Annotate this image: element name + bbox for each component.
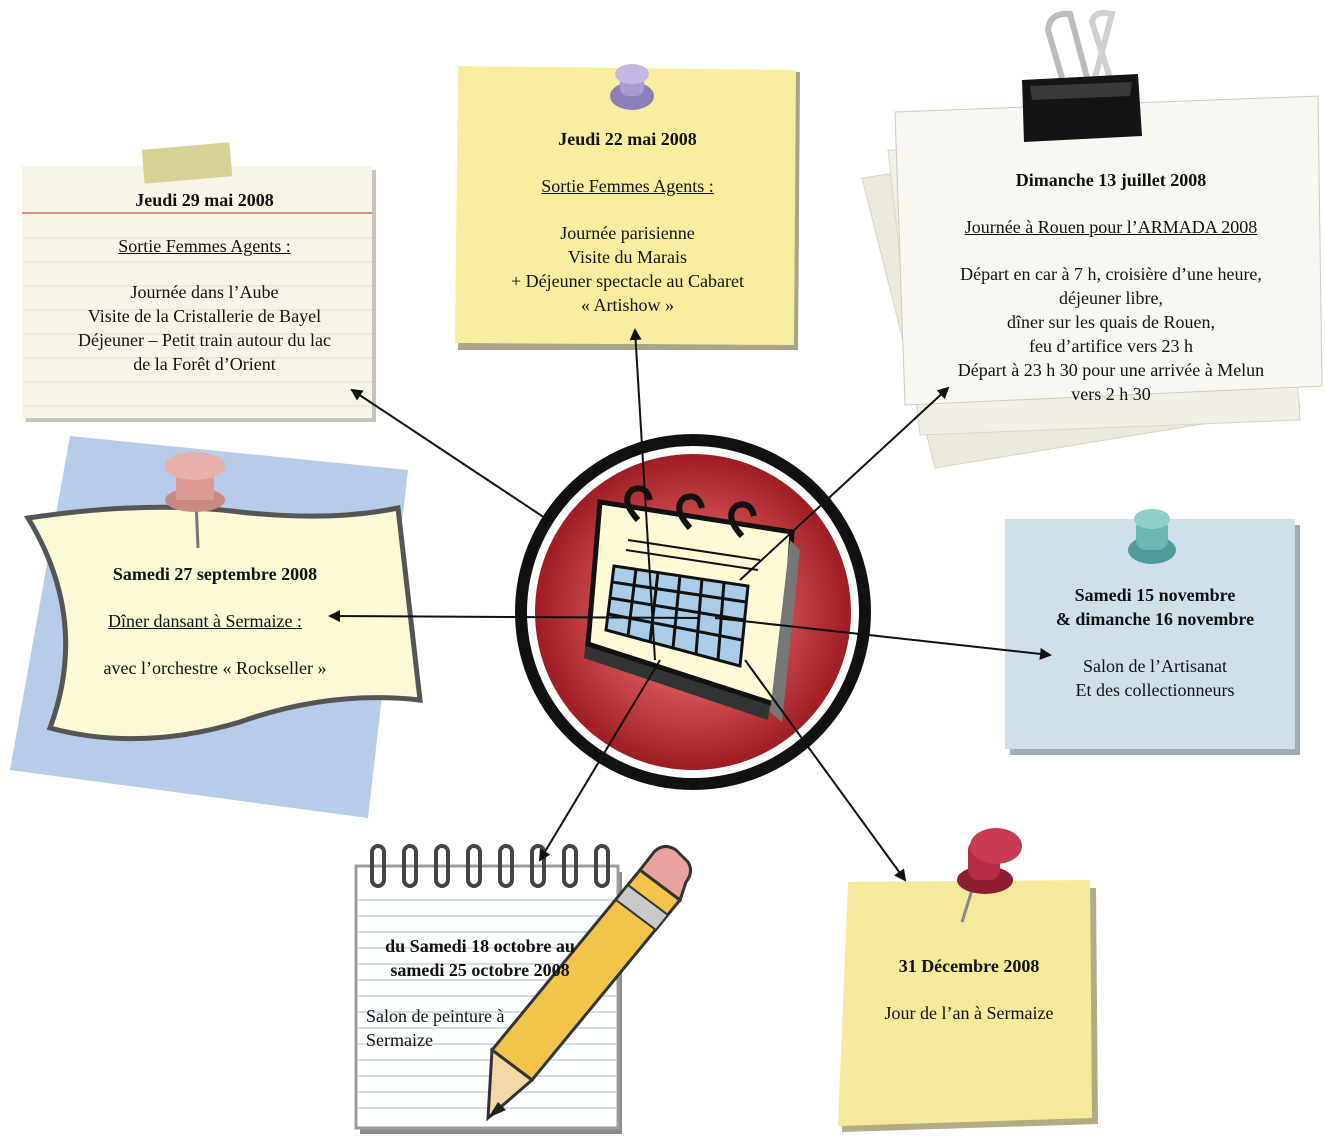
connector-arrows xyxy=(328,328,1052,882)
note-6: du Samedi 18 octobre au samedi 25 octobr… xyxy=(360,934,600,1052)
note-4-date: Samedi 27 septembre 2008 xyxy=(112,564,318,584)
tape-strip xyxy=(141,142,233,184)
note-1-line: Journée dans l’Aube xyxy=(130,282,279,302)
note-4-line: avec l’orchestre « Rockseller » xyxy=(103,658,327,678)
arrow-to-note-4 xyxy=(328,610,701,623)
note-6-date-line: du Samedi 18 octobre au xyxy=(385,936,575,956)
note-5-date-line: & dimanche 16 novembre xyxy=(1055,609,1255,629)
note-1-line: Visite de la Cristallerie de Bayel xyxy=(87,306,322,326)
note-2-line: + Déjeuner spectacle au Cabaret xyxy=(510,271,745,291)
red-pushpin-icon xyxy=(165,452,225,549)
note-2-paper xyxy=(455,66,800,350)
crimson-pushpin-icon xyxy=(957,828,1022,923)
note-3: Dimanche 13 juillet 2008 Journée à Rouen… xyxy=(905,168,1317,406)
note-7: 31 Décembre 2008 Jour de l’an à Sermaize xyxy=(848,954,1090,1025)
arrow-to-note-2 xyxy=(629,328,656,661)
note-3-line: dîner sur les quais de Rouen, xyxy=(1007,312,1215,332)
note-2-line: Journée parisienne xyxy=(560,223,695,243)
note-5-date-line: Samedi 15 novembre xyxy=(1074,585,1236,605)
note-7-paper xyxy=(838,880,1098,1132)
note-5-line: Et des collectionneurs xyxy=(1075,680,1235,700)
arrow-to-note-7 xyxy=(744,659,907,882)
note-3-date: Dimanche 13 juillet 2008 xyxy=(1015,170,1207,190)
note-3-line: déjeuner libre, xyxy=(1059,288,1163,308)
arrow-to-note-3 xyxy=(739,386,950,581)
note-6-line: Salon de peinture à xyxy=(366,1006,505,1026)
purple-pushpin-icon xyxy=(610,64,654,110)
note-5-line: Salon de l’Artisanat xyxy=(1083,656,1227,676)
note-1-line: Déjeuner – Petit train autour du lac xyxy=(78,330,331,350)
teal-pushpin-icon xyxy=(1128,509,1176,564)
pencil-icon xyxy=(486,845,693,1122)
note-1-line: de la Forêt d’Orient xyxy=(133,354,276,374)
note-2-subtitle: Sortie Femmes Agents : xyxy=(541,176,714,196)
note-6-date-line: samedi 25 octobre 2008 xyxy=(390,960,570,980)
note-6-notepad xyxy=(354,844,622,1134)
note-6-line: Sermaize xyxy=(366,1030,433,1050)
note-2-line: « Artishow » xyxy=(580,295,674,315)
note-1-date: Jeudi 29 mai 2008 xyxy=(135,190,274,210)
note-4-paper xyxy=(10,436,423,818)
note-3-paper xyxy=(861,95,1323,469)
note-1-subtitle: Sortie Femmes Agents : xyxy=(118,236,291,256)
note-4-subtitle: Dîner dansant à Sermaize : xyxy=(108,611,302,631)
note-1-paper xyxy=(22,166,376,422)
note-7-line: Jour de l’an à Sermaize xyxy=(884,1003,1054,1023)
note-2-line: Visite du Marais xyxy=(568,247,687,267)
note-5: Samedi 15 novembre & dimanche 16 novembr… xyxy=(1010,583,1300,702)
arrow-to-note-1 xyxy=(350,388,546,519)
note-2-date: Jeudi 22 mai 2008 xyxy=(558,129,697,149)
note-2: Jeudi 22 mai 2008 Sortie Femmes Agents :… xyxy=(455,127,800,317)
note-3-subtitle: Journée à Rouen pour l’ARMADA 2008 xyxy=(964,217,1258,237)
note-3-line: Départ à 23 h 30 pour une arrivée à Melu… xyxy=(957,360,1265,380)
note-3-line: vers 2 h 30 xyxy=(1071,384,1151,404)
note-3-line: Départ en car à 7 h, croisière d’une heu… xyxy=(960,264,1262,284)
note-1: Jeudi 29 mai 2008 Sortie Femmes Agents :… xyxy=(22,188,387,376)
arrow-to-note-6 xyxy=(538,659,661,862)
note-4: Samedi 27 septembre 2008 Dîner dansant à… xyxy=(70,562,360,680)
note-3-line: feu d’artifice vers 23 h xyxy=(1029,336,1193,356)
note-7-date: 31 Décembre 2008 xyxy=(898,956,1040,976)
arrow-to-note-5 xyxy=(714,617,1052,660)
binder-clip-icon xyxy=(1022,10,1142,142)
